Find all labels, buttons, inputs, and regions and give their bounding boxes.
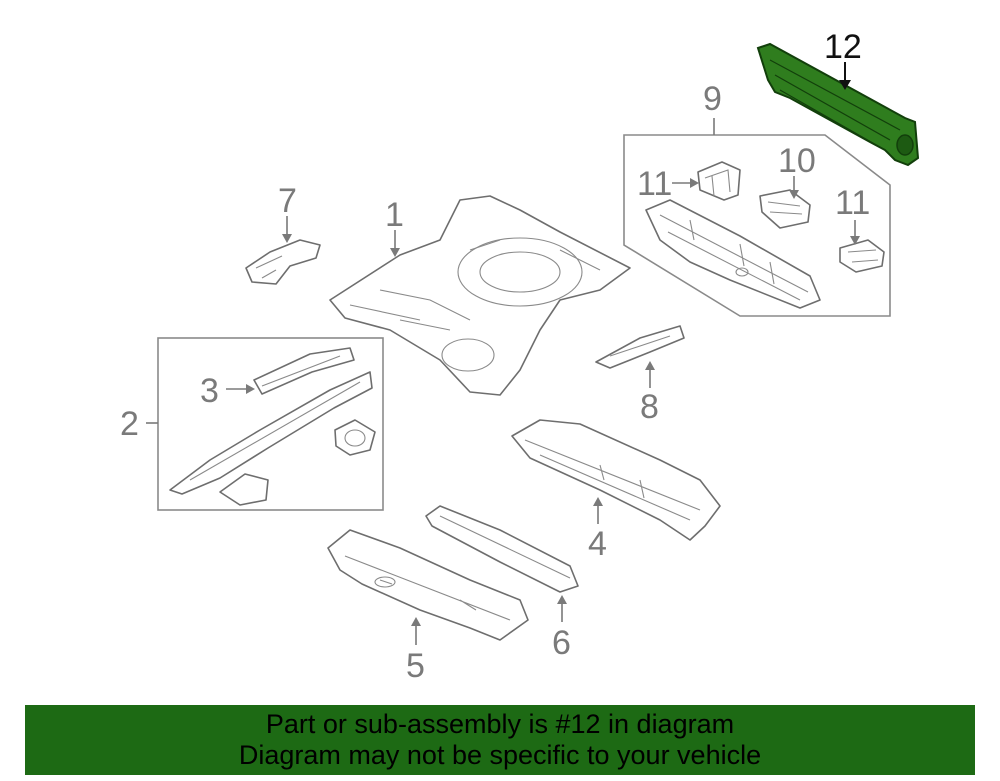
callout-10: 10 bbox=[778, 142, 816, 180]
arrow-5-head bbox=[411, 617, 421, 626]
part-2-lower-bracket[interactable] bbox=[219, 473, 269, 506]
arrow-4-head bbox=[593, 497, 603, 506]
arrow-6-head bbox=[557, 595, 567, 604]
part-8[interactable] bbox=[595, 325, 685, 369]
arrow-1-head bbox=[390, 248, 400, 257]
part-2-side-member[interactable] bbox=[169, 371, 373, 495]
callout-6: 6 bbox=[552, 624, 571, 662]
callout-4: 4 bbox=[588, 525, 607, 563]
group-box-2 bbox=[157, 337, 384, 511]
part-6[interactable] bbox=[425, 505, 579, 593]
part-10[interactable] bbox=[759, 189, 811, 229]
info-banner: Part or sub-assembly is #12 in diagram D… bbox=[25, 705, 975, 775]
arrow-7-head bbox=[282, 234, 292, 243]
callout-9: 9 bbox=[703, 80, 722, 118]
part-5[interactable] bbox=[327, 529, 529, 641]
part-7[interactable] bbox=[245, 239, 321, 285]
part-4[interactable] bbox=[511, 419, 721, 541]
callout-1: 1 bbox=[385, 196, 404, 234]
callout-11-right: 11 bbox=[835, 184, 870, 222]
callout-3: 3 bbox=[200, 372, 219, 410]
part-2-bracket[interactable] bbox=[334, 419, 376, 456]
arrow-10-head bbox=[789, 190, 799, 199]
callout-7: 7 bbox=[278, 182, 297, 220]
callout-11-left: 11 bbox=[637, 165, 672, 203]
arrow-12-head bbox=[839, 80, 851, 90]
arrow-11-right-head bbox=[850, 236, 860, 245]
part-11-right[interactable] bbox=[839, 239, 885, 273]
part-3[interactable] bbox=[253, 347, 355, 395]
callout-12: 12 bbox=[824, 28, 862, 66]
banner-line-1: Part or sub-assembly is #12 in diagram bbox=[265, 709, 735, 739]
callout-2: 2 bbox=[120, 405, 139, 443]
part-11-left[interactable] bbox=[697, 161, 741, 201]
parts-diagram: 12 9 11 10 11 7 bbox=[120, 28, 920, 685]
group-box-9 bbox=[623, 134, 891, 317]
banner-line-2: Diagram may not be specific to your vehi… bbox=[238, 740, 762, 770]
part-9-rear-member[interactable] bbox=[645, 199, 821, 309]
part-12-highlighted[interactable] bbox=[756, 42, 920, 167]
callout-5: 5 bbox=[406, 647, 425, 685]
arrow-3-head bbox=[246, 384, 255, 394]
arrow-8-head bbox=[645, 361, 655, 370]
part-1-floor-pan[interactable] bbox=[329, 195, 631, 396]
callout-8: 8 bbox=[640, 388, 659, 426]
arrow-11-left-head bbox=[690, 178, 699, 188]
